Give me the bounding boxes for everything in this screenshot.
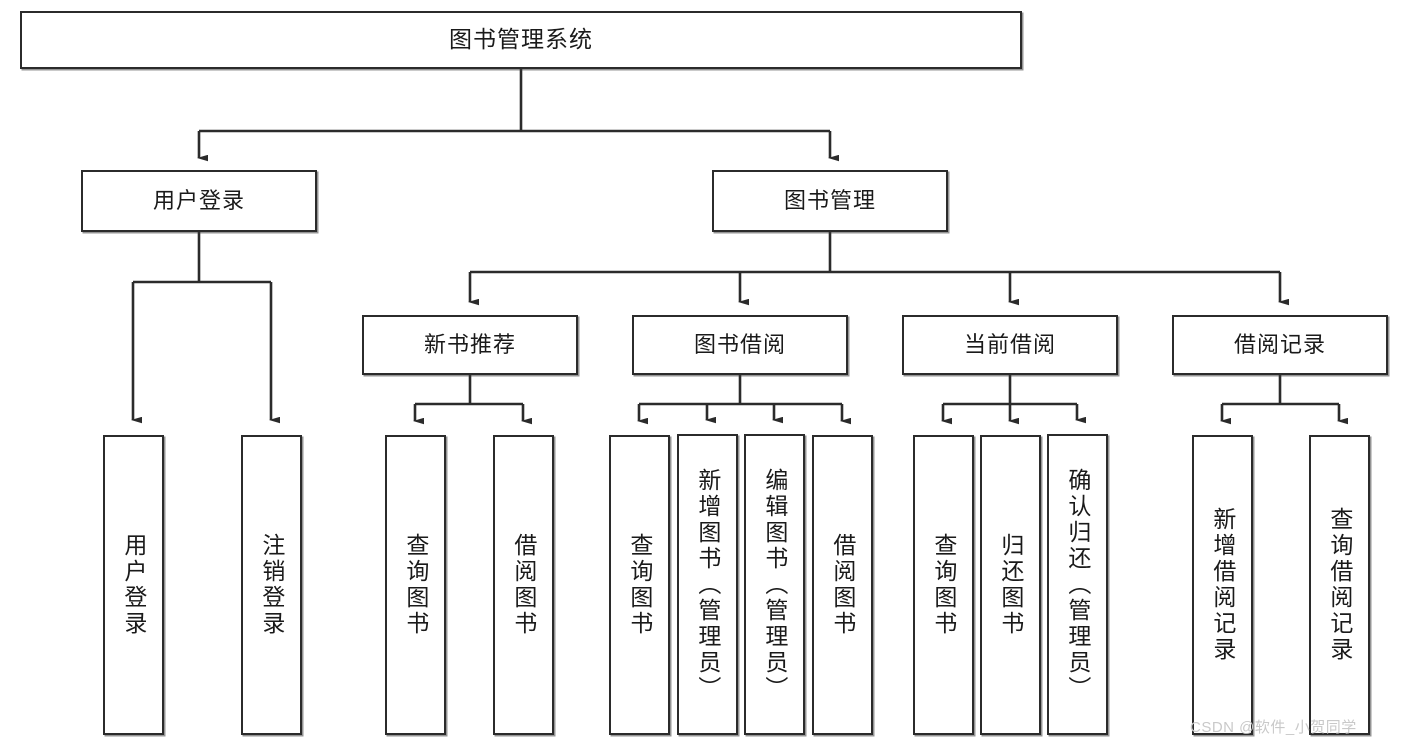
node-user-login-label: 用户登录 xyxy=(152,187,245,213)
node-leaf-cur-confirm-return-label: 确认归还（管理员） xyxy=(1064,467,1091,702)
node-leaf-borrow-borrow-book-label: 借阅图书 xyxy=(829,533,856,637)
node-leaf-user-login[interactable]: 用户登录 xyxy=(103,435,164,735)
node-leaf-record-query[interactable]: 查询借阅记录 xyxy=(1309,435,1370,735)
node-leaf-rec-borrow-book[interactable]: 借阅图书 xyxy=(493,435,554,735)
node-book-manage-label: 图书管理 xyxy=(783,187,876,213)
node-borrow-record[interactable]: 借阅记录 xyxy=(1172,315,1388,375)
node-leaf-user-logout[interactable]: 注销登录 xyxy=(241,435,302,735)
node-new-book-recommend[interactable]: 新书推荐 xyxy=(362,315,578,375)
node-leaf-cur-query-book[interactable]: 查询图书 xyxy=(913,435,974,735)
node-leaf-borrow-query-book[interactable]: 查询图书 xyxy=(609,435,670,735)
node-new-book-recommend-label: 新书推荐 xyxy=(423,331,516,357)
node-leaf-borrow-edit-book-label: 编辑图书（管理员） xyxy=(761,467,788,702)
node-leaf-rec-borrow-book-label: 借阅图书 xyxy=(510,533,537,637)
node-leaf-borrow-add-book[interactable]: 新增图书（管理员） xyxy=(677,434,738,735)
node-leaf-record-add-label: 新增借阅记录 xyxy=(1209,507,1236,663)
node-leaf-user-logout-label: 注销登录 xyxy=(258,533,285,637)
node-current-borrow-label: 当前借阅 xyxy=(963,331,1056,357)
node-leaf-record-add[interactable]: 新增借阅记录 xyxy=(1192,435,1253,735)
node-leaf-rec-query-book[interactable]: 查询图书 xyxy=(385,435,446,735)
node-leaf-borrow-query-book-label: 查询图书 xyxy=(626,533,653,637)
node-leaf-borrow-borrow-book[interactable]: 借阅图书 xyxy=(812,435,873,735)
node-leaf-cur-return-book-label: 归还图书 xyxy=(997,533,1024,637)
node-book-borrow-label: 图书借阅 xyxy=(693,331,786,357)
node-root[interactable]: 图书管理系统 xyxy=(20,11,1022,69)
node-leaf-cur-return-book[interactable]: 归还图书 xyxy=(980,435,1041,735)
node-leaf-user-login-label: 用户登录 xyxy=(120,533,147,637)
node-leaf-record-query-label: 查询借阅记录 xyxy=(1326,507,1353,663)
node-user-login[interactable]: 用户登录 xyxy=(81,170,317,232)
node-current-borrow[interactable]: 当前借阅 xyxy=(902,315,1118,375)
node-leaf-rec-query-book-label: 查询图书 xyxy=(402,533,429,637)
node-leaf-cur-confirm-return[interactable]: 确认归还（管理员） xyxy=(1047,434,1108,735)
node-borrow-record-label: 借阅记录 xyxy=(1233,331,1326,357)
node-root-label: 图书管理系统 xyxy=(449,26,593,53)
csdn-watermark: CSDN @软件_小贺同学 xyxy=(1190,719,1357,736)
node-leaf-borrow-add-book-label: 新增图书（管理员） xyxy=(694,467,721,702)
node-leaf-borrow-edit-book[interactable]: 编辑图书（管理员） xyxy=(744,434,805,735)
node-book-borrow[interactable]: 图书借阅 xyxy=(632,315,848,375)
node-leaf-cur-query-book-label: 查询图书 xyxy=(930,533,957,637)
node-book-manage[interactable]: 图书管理 xyxy=(712,170,948,232)
